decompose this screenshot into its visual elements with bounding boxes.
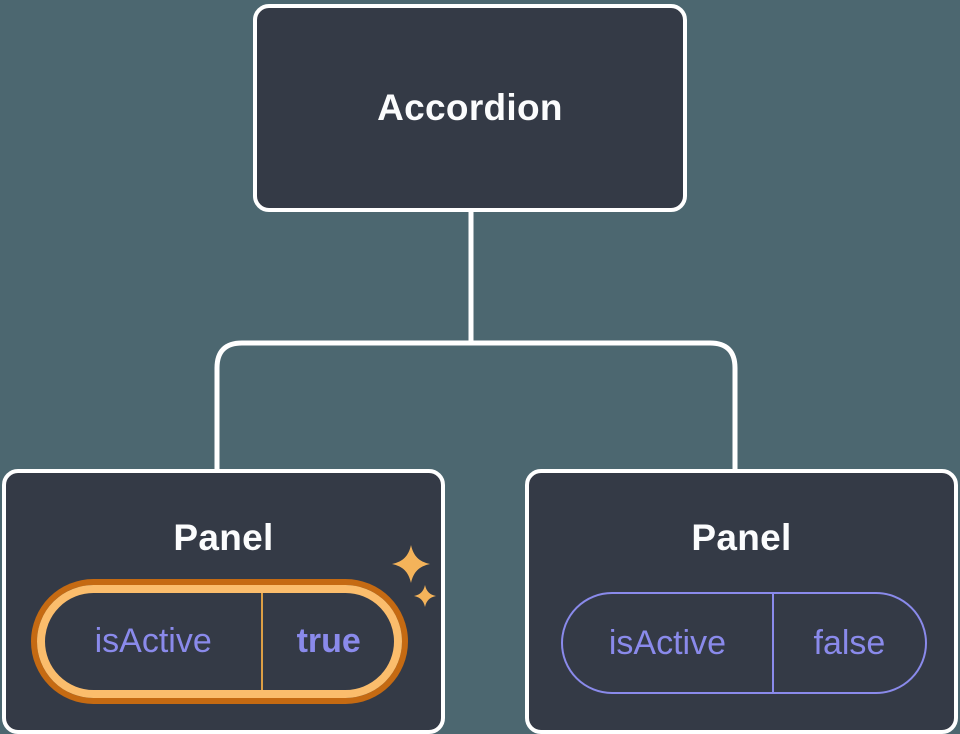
sparkles-icon: [392, 545, 436, 607]
state-name-label: isActive: [608, 623, 726, 662]
state-pill: isActive false: [561, 592, 927, 694]
panel-node-title: Panel: [691, 517, 792, 558]
accordion-node-title: Accordion: [377, 87, 563, 128]
panel-node-active: Panel isActive true: [2, 469, 445, 734]
state-name-label: isActive: [94, 622, 212, 660]
state-pill-highlighted: isActive true: [37, 585, 402, 698]
panel-node-title: Panel: [173, 517, 274, 558]
state-value-label: true: [261, 593, 394, 690]
accordion-node: Accordion: [253, 4, 687, 212]
panel-node-inactive: Panel isActive false: [525, 469, 958, 734]
state-value-label: false: [771, 594, 925, 692]
